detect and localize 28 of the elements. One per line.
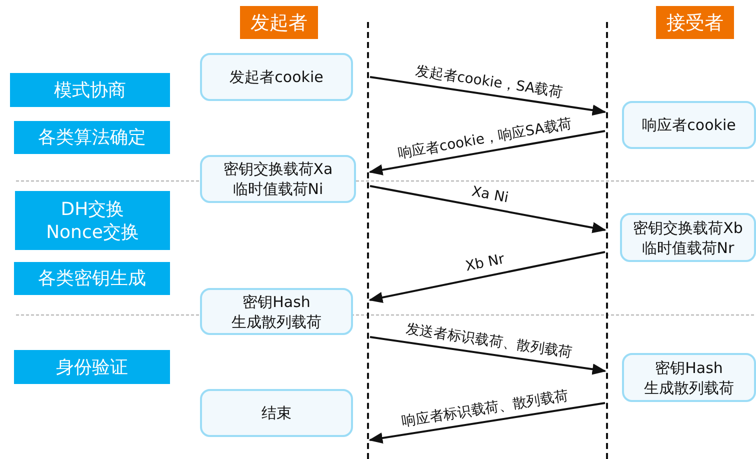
edge-label: 发送者标识载荷、散列载荷 xyxy=(404,320,574,362)
step-box: 密钥Hash 生成散列载荷 xyxy=(200,288,353,335)
step-box: 响应者cookie xyxy=(622,101,756,149)
lifeline xyxy=(606,22,608,459)
stage-box: 各类算法确定 xyxy=(14,121,170,154)
message-arrow xyxy=(368,130,606,176)
message-arrow xyxy=(370,185,606,234)
edge-label: Xb Nr xyxy=(464,252,506,275)
stage-box: DH交换 Nonce交换 xyxy=(15,191,170,250)
step-box: 密钥交换载荷Xa 临时值载荷Ni xyxy=(200,155,356,203)
step-box: 密钥交换载荷Xb 临时值载荷Nr xyxy=(620,213,756,262)
step-box: 发起者cookie xyxy=(200,53,353,101)
edge-label: Xa Ni xyxy=(470,184,510,206)
stage-box: 身份验证 xyxy=(14,350,170,384)
message-arrow xyxy=(370,76,606,116)
lifeline xyxy=(367,22,369,459)
message-arrow xyxy=(368,402,606,444)
stage-box: 各类密钥生成 xyxy=(14,262,170,295)
participant-header: 接受者 xyxy=(656,6,734,39)
step-box: 密钥Hash 生成散列载荷 xyxy=(622,353,756,402)
edge-label: 响应者标识载荷、散列载荷 xyxy=(401,386,570,431)
message-arrow xyxy=(368,251,606,303)
step-box: 结束 xyxy=(200,389,353,437)
stage-box: 模式协商 xyxy=(10,73,170,107)
edge-label: 发起者cookie，SA载荷 xyxy=(414,62,564,102)
edge-label: 响应者cookie，响应SA载荷 xyxy=(396,114,574,163)
message-arrow xyxy=(370,336,606,375)
participant-header: 发起者 xyxy=(240,6,318,39)
